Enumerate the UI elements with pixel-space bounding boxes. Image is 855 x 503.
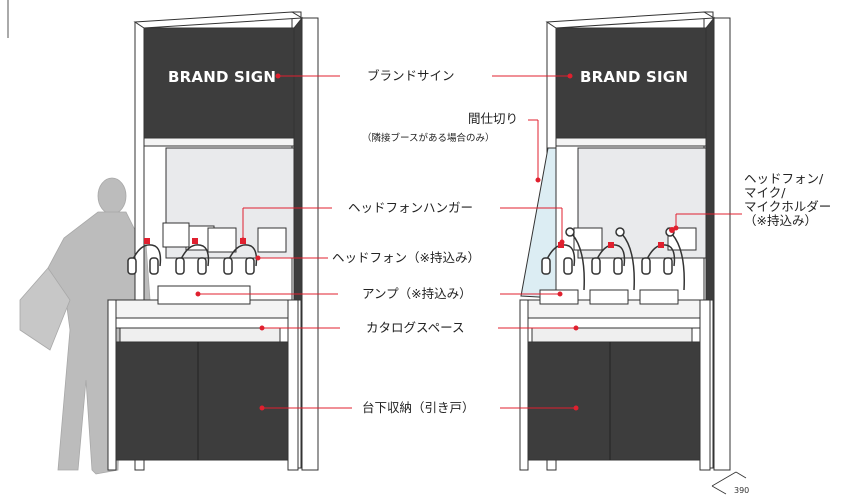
label-storage: 台下収納（引き戸）	[360, 400, 477, 415]
right-brand-sign: BRAND SIGN	[580, 68, 689, 86]
left-brand-sign: BRAND SIGN	[168, 68, 277, 86]
label-brand-sign: ブランドサイン	[365, 68, 457, 83]
label-headphone-hanger: ヘッドフォンハンガー	[346, 200, 476, 215]
label-headphone: ヘッドフォン（※持込み）	[330, 250, 482, 265]
label-amp: アンプ（※持込み）	[360, 286, 474, 301]
person-silhouette	[19, 177, 151, 475]
label-partition-note: （隣接ブースがある場合のみ）	[360, 133, 497, 144]
left-headphones	[127, 244, 258, 275]
mic-stands	[541, 227, 685, 291]
label-catalog-space: カタログスペース	[364, 320, 467, 335]
label-partition: 間仕切り	[466, 111, 521, 126]
label-mic-holder: ヘッドフォン/ マイク/ マイクホルダー （※持込み）	[744, 171, 832, 228]
dimension-label: 390	[734, 486, 750, 495]
callout-lines	[195, 73, 742, 411]
left-display	[107, 11, 319, 471]
right-display	[519, 11, 731, 471]
dimension-marker	[711, 471, 747, 495]
